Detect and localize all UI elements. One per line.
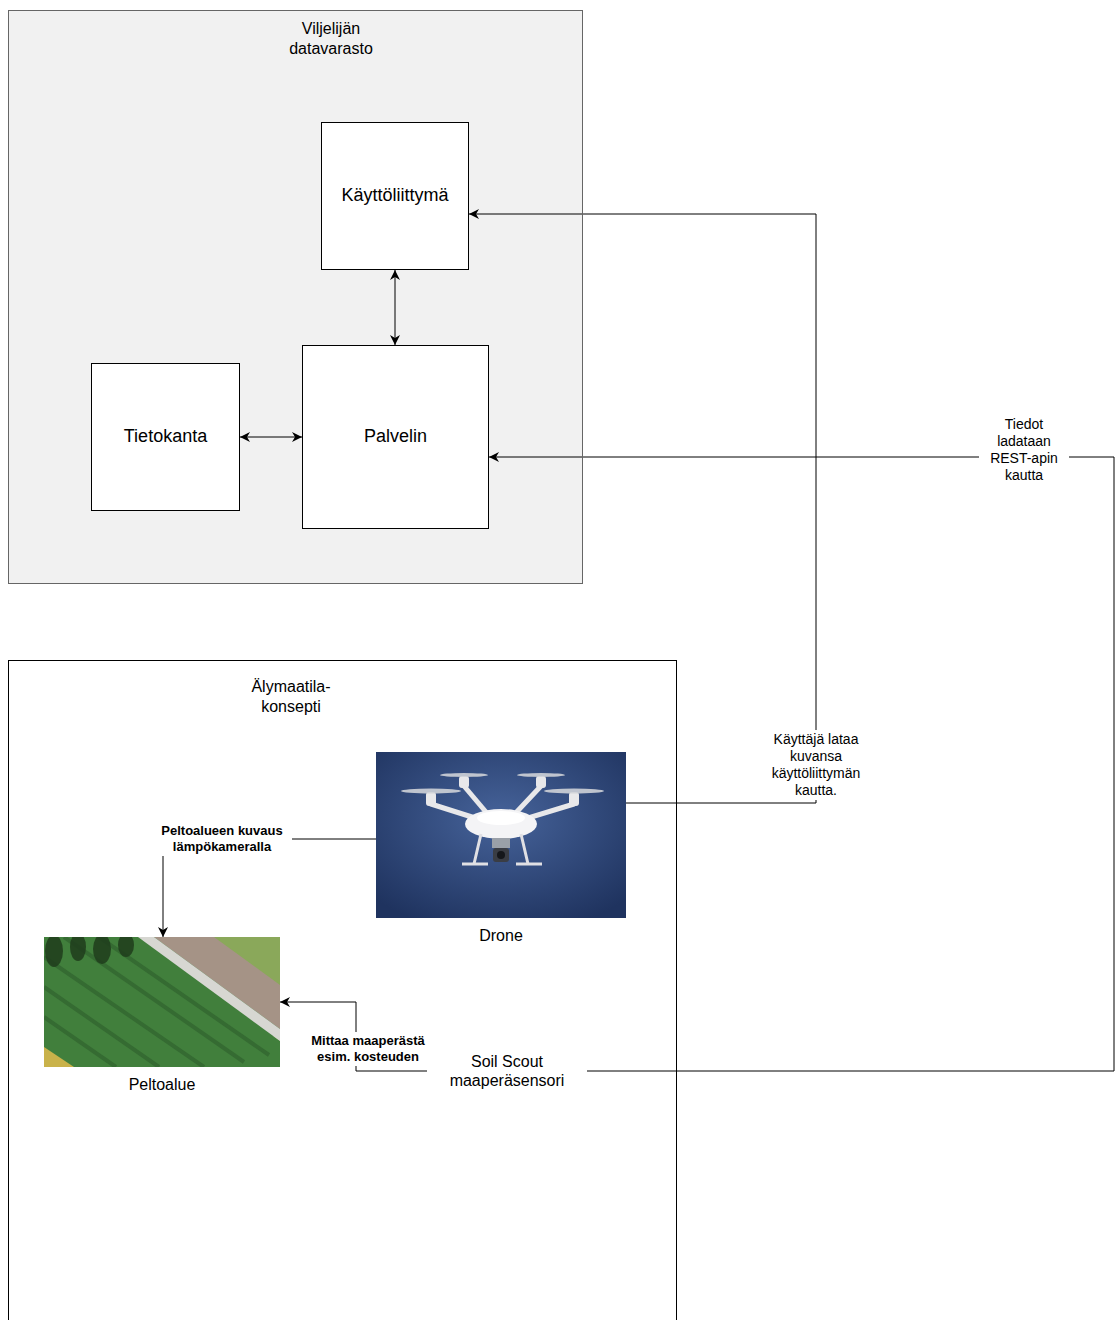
group-panel: Älymaatila-konsepti xyxy=(8,660,677,1320)
edge-label-box: Mittaa maaperästä esim. kosteuden xyxy=(293,1032,443,1065)
node-text: Viljelijän datavarasto xyxy=(266,19,396,59)
connector-arrow xyxy=(395,270,396,345)
node-text: Käyttöliittymä xyxy=(341,185,448,207)
node-text: Soil Scout maaperäsensori xyxy=(427,1052,587,1090)
node-text: Älymaatila-konsepti xyxy=(236,677,346,717)
group-panel: Viljelijän datavarastoKäyttöliittymäTiet… xyxy=(8,10,583,584)
process-box: Palvelin xyxy=(302,345,489,529)
process-box: Käyttöliittymä xyxy=(321,122,469,270)
edge-label: Tiedot ladataan REST-apin kautta xyxy=(979,415,1069,484)
drone-photo xyxy=(376,752,626,918)
box-text-wrap: Tietokanta xyxy=(124,426,207,448)
edge-label: Käyttäjä lataa kuvansa käyttöliittymän k… xyxy=(759,730,874,799)
edge-label-box: Käyttäjä lataa kuvansa käyttöliittymän k… xyxy=(759,730,874,799)
box-text-wrap: Palvelin xyxy=(364,426,427,448)
picture-node: Peltoalue xyxy=(44,937,280,1094)
sensor-label-node: Soil Scout maaperäsensori xyxy=(427,1052,587,1090)
field-photo xyxy=(44,937,280,1067)
picture-node: Drone xyxy=(376,752,626,945)
connector-arrow xyxy=(469,214,816,803)
edge-label: Mittaa maaperästä esim. kosteuden xyxy=(293,1032,443,1065)
node-text: Palvelin xyxy=(364,426,427,448)
box-text-wrap: Käyttöliittymä xyxy=(341,185,448,207)
process-box: Tietokanta xyxy=(91,363,240,511)
node-text: Tietokanta xyxy=(124,426,207,448)
edge-label-box: Tiedot ladataan REST-apin kautta xyxy=(979,415,1069,484)
node-text: Peltoalue xyxy=(44,1075,280,1094)
edge-label: Peltoalueen kuvaus lämpökameralla xyxy=(152,822,292,855)
node-text: Drone xyxy=(376,926,626,945)
connector-arrow xyxy=(240,437,302,438)
storage-panel-fill xyxy=(8,10,583,584)
edge-label-box: Peltoalueen kuvaus lämpökameralla xyxy=(152,822,292,855)
